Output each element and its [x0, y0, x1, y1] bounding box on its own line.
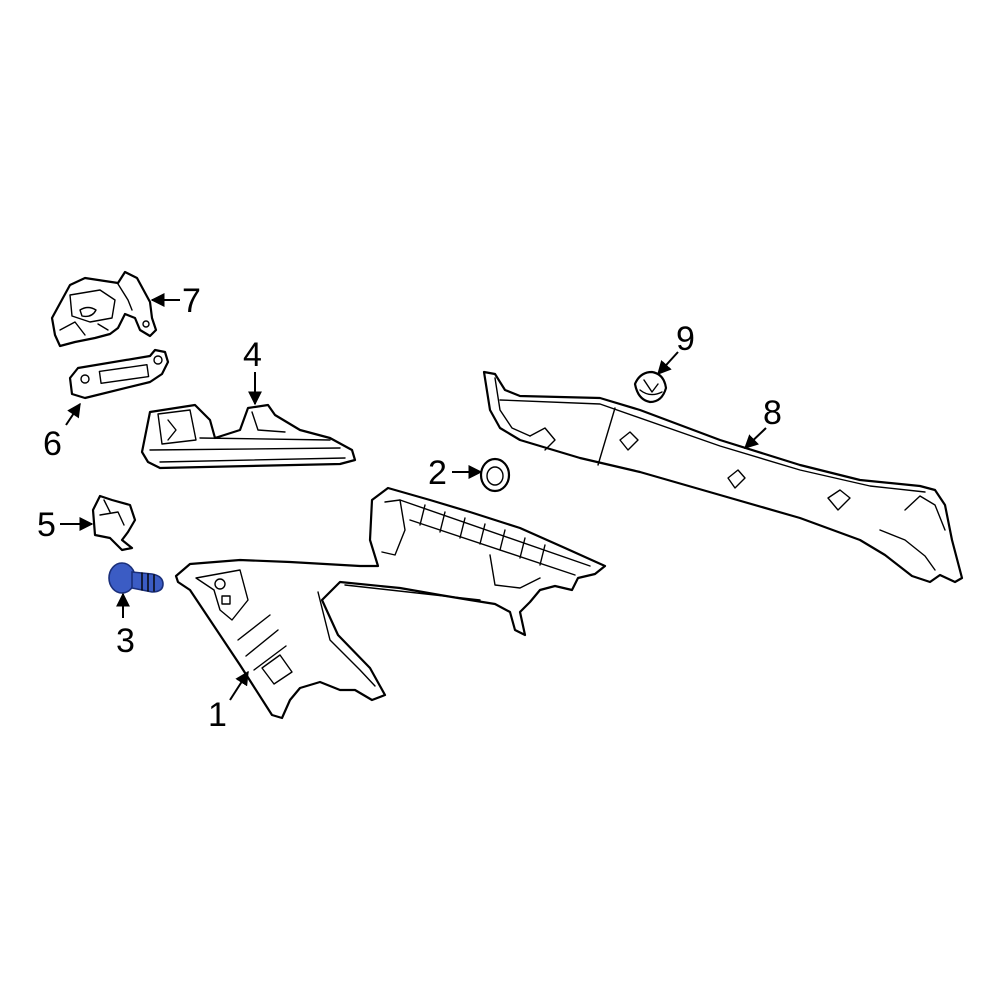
part-3-screw[interactable]: [108, 562, 164, 594]
callout-number-2[interactable]: 2: [428, 454, 447, 492]
callout-line-1: [229, 670, 249, 701]
part-9-pin[interactable]: [633, 370, 668, 404]
part-4-trim[interactable]: [140, 403, 357, 470]
callout-lines: [60, 293, 767, 701]
part-1-panel[interactable]: [174, 486, 607, 720]
callout-number-3[interactable]: 3: [116, 622, 135, 660]
part-6-rail[interactable]: [68, 348, 170, 400]
callout-line-8: [743, 427, 767, 449]
callout-number-6[interactable]: 6: [43, 425, 62, 463]
callout-number-5[interactable]: 5: [37, 506, 56, 544]
callout-number-8[interactable]: 8: [763, 394, 782, 432]
part-2-grommet[interactable]: [479, 457, 511, 493]
part-8-long-trim[interactable]: [482, 370, 964, 584]
callout-number-9[interactable]: 9: [676, 320, 695, 358]
callout-number-7[interactable]: 7: [182, 282, 201, 320]
callout-number-1[interactable]: 1: [208, 696, 227, 734]
callout-line-9: [657, 351, 679, 376]
callout-number-4[interactable]: 4: [243, 336, 262, 374]
callout-line-6: [65, 402, 81, 426]
callout-labels: 7 6 4 5 3 2 1 9 8: [37, 282, 782, 734]
part-7-bracket[interactable]: [50, 270, 158, 348]
part-5-clip[interactable]: [91, 494, 137, 552]
